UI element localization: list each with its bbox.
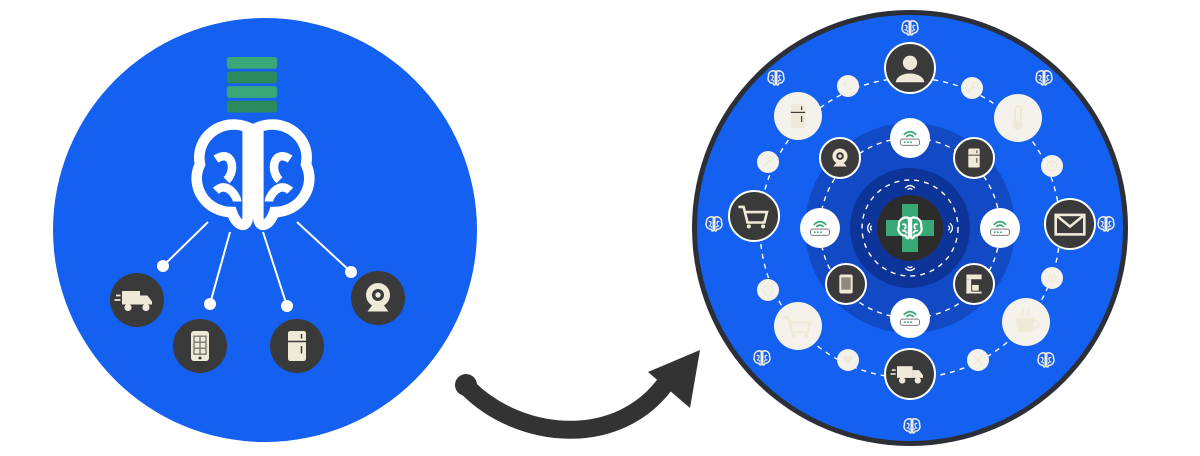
wrench-icon — [762, 155, 775, 168]
tablet-icon — [839, 274, 853, 294]
fridge-icon — [774, 92, 822, 140]
arrow-tail-knob — [455, 374, 477, 396]
fridge-icon — [790, 104, 806, 128]
fridge-icon — [270, 319, 324, 373]
brain-icon — [767, 70, 785, 86]
left-background-circle — [53, 18, 477, 442]
phone-icon — [844, 81, 853, 91]
user-icon — [895, 55, 925, 83]
connector-line — [262, 231, 288, 307]
shopping-cart-icon — [738, 205, 769, 229]
webcam-icon — [819, 137, 861, 179]
brain-icon — [1097, 216, 1115, 232]
connector-dot — [345, 266, 357, 278]
truck-icon — [890, 366, 923, 384]
wifi-router-icon — [810, 220, 830, 236]
wifi-router-icon — [980, 208, 1020, 248]
wifi-signal-icon — [866, 222, 873, 234]
arrow-head — [648, 350, 700, 408]
wifi-router-icon — [890, 298, 930, 338]
wifi-signal-icon — [947, 222, 954, 234]
connector-dot — [157, 260, 169, 272]
wifi-signal-icon — [904, 265, 916, 272]
truck-icon — [884, 348, 936, 400]
phone-icon — [837, 75, 859, 97]
coffee-cup-icon — [1015, 308, 1040, 332]
webcam-icon — [832, 148, 848, 167]
wifi-router-icon — [800, 208, 840, 248]
right-distributed-diagram — [692, 10, 1128, 446]
fridge-icon — [953, 137, 995, 179]
curved-arrow-icon — [461, 374, 676, 439]
wifi-router-icon — [900, 310, 920, 326]
clock-icon — [762, 284, 774, 296]
fridge-icon — [288, 331, 306, 361]
clock-icon — [757, 279, 779, 301]
transition-arrow — [455, 350, 700, 439]
clock-icon — [1046, 160, 1058, 172]
connector-dot — [204, 298, 216, 310]
brain-icon — [191, 119, 315, 230]
shopping-cart-icon — [728, 190, 780, 242]
brain-icon — [1037, 352, 1055, 368]
envelope-icon — [1044, 198, 1096, 250]
wrench-icon — [961, 77, 983, 99]
webcam-icon — [351, 271, 405, 325]
wifi-signal-icon — [904, 184, 916, 191]
brain-icon — [901, 20, 919, 36]
cart-icon — [774, 302, 822, 350]
brain-icon — [705, 216, 723, 232]
gear-icon — [1047, 273, 1057, 283]
database-icon — [226, 57, 278, 113]
coffee-cup-icon — [1002, 298, 1050, 346]
tablet-icon — [825, 263, 867, 305]
clock-icon — [1041, 155, 1063, 177]
left-centralized-diagram — [53, 18, 477, 442]
connector-line — [296, 221, 352, 273]
brain-icon — [1035, 70, 1053, 86]
smartphone-icon — [191, 331, 209, 361]
brain-icon — [897, 216, 923, 240]
dashed-orbit — [861, 179, 959, 277]
truck-icon — [114, 291, 152, 312]
tools-icon — [967, 349, 989, 371]
truck-icon — [110, 273, 164, 327]
brain-icon — [753, 350, 771, 366]
wifi-router-icon — [990, 220, 1010, 236]
fridge-icon — [968, 148, 980, 168]
user-icon — [884, 42, 936, 94]
thermometer-icon — [994, 94, 1042, 142]
heart-icon — [843, 355, 853, 365]
wrench-icon — [757, 151, 779, 173]
connector-line — [209, 231, 231, 305]
webcam-icon — [366, 283, 390, 312]
wrench-icon — [966, 81, 979, 94]
coffee-machine-icon — [953, 263, 995, 305]
envelope-icon — [1054, 213, 1086, 236]
brain-icon — [903, 418, 921, 434]
wifi-router-icon — [890, 118, 930, 158]
thermometer-icon — [1013, 105, 1023, 130]
smartphone-icon — [173, 319, 227, 373]
heart-icon — [837, 349, 859, 371]
connector-dot — [281, 300, 293, 312]
tools-icon — [973, 355, 983, 365]
wifi-router-icon — [900, 130, 920, 146]
gear-icon — [1041, 267, 1063, 289]
connector-line — [162, 221, 209, 267]
cart-icon — [783, 316, 812, 338]
coffee-machine-icon — [966, 274, 982, 294]
